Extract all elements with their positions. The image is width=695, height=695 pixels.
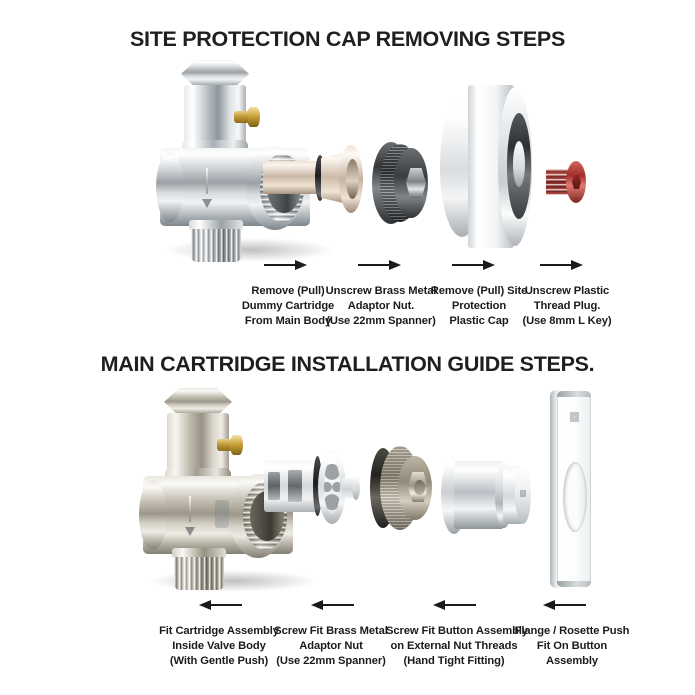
exploded-view-row-1 xyxy=(0,60,695,262)
cartridge-stem-tip xyxy=(352,476,360,500)
cap-recess-core xyxy=(513,141,525,187)
step-arrow-2-4 xyxy=(540,600,586,610)
brass-set-screw-2 xyxy=(217,435,243,455)
part-plastic-thread-plug xyxy=(546,161,590,203)
part-brass-metal-adaptor-nut-row2 xyxy=(370,446,432,530)
bottom-port-collar-2 xyxy=(172,548,226,558)
valve-body-logo xyxy=(215,500,229,528)
bottom-port-threads xyxy=(191,229,241,262)
section-title-main-cartridge: MAIN CARTRIDGE INSTALLATION GUIDE STEPS. xyxy=(100,352,595,376)
step-arrow-1-4 xyxy=(540,260,586,270)
bottom-port-collar xyxy=(189,220,243,230)
flow-direction-arrow-emboss-2 xyxy=(183,496,197,536)
rosette-logo xyxy=(570,412,579,422)
exploded-view-row-2 xyxy=(0,388,695,593)
valve-left-cap-2 xyxy=(139,480,167,550)
valve-left-cap xyxy=(156,152,184,222)
rosette-bottom-cap xyxy=(557,581,591,587)
step-caption-2-3: Screw Fit Button Assembly on External Nu… xyxy=(386,625,528,667)
cartridge-slot-1 xyxy=(268,472,280,500)
part-site-protection-plastic-cap xyxy=(440,85,536,248)
step-arrow-1-1 xyxy=(264,260,310,270)
part-cartridge-assembly xyxy=(264,450,360,524)
step-arrow-1-3 xyxy=(452,260,498,270)
step-caption-1-1: Remove (Pull) Dummy Cartridge From Main … xyxy=(241,285,335,327)
step-caption-1-3: Remove (Pull) Site Protection Plastic Ca… xyxy=(430,285,528,327)
step-caption-1-4: Unscrew Plastic Thread Plug. (Use 8mm L … xyxy=(522,285,612,327)
cartridge-bore xyxy=(346,159,359,199)
plug-allen-socket xyxy=(572,175,581,189)
cartridge-slot-2 xyxy=(288,470,302,502)
step-caption-1-2: Unscrew Brass Metal Adaptor Nut. (Use 22… xyxy=(325,285,437,327)
top-hex-nut xyxy=(181,60,249,88)
step-arrow-2-2 xyxy=(308,600,354,610)
step-caption-2-1: Fit Cartridge Assembly Inside Valve Body… xyxy=(159,625,279,667)
rosette-cutout xyxy=(563,462,587,532)
section-title-site-protection: SITE PROTECTION CAP REMOVING STEPS xyxy=(130,27,565,51)
cartridge-o-ring-1 xyxy=(315,155,325,201)
flow-direction-arrow-emboss xyxy=(200,168,214,208)
step-caption-2-2: Screw Fit Brass Metal Adaptor Nut (Use 2… xyxy=(274,625,388,667)
step-arrow-1-2 xyxy=(358,260,404,270)
adaptor-nut-hex-boss xyxy=(406,168,426,198)
button-logo xyxy=(520,490,526,497)
part-brass-metal-adaptor-nut-row1 xyxy=(372,142,428,224)
brass-set-screw xyxy=(234,107,260,127)
cartridge-spokes xyxy=(324,460,340,514)
step-caption-2-4: Flange / Rosette Push Fit On Button Asse… xyxy=(514,625,630,667)
step-arrow-2-1 xyxy=(196,600,242,610)
cartridge-shaft xyxy=(263,161,323,194)
rosette-edge xyxy=(550,390,560,588)
part-dummy-cartridge xyxy=(263,145,363,217)
rosette-top-cap xyxy=(557,391,591,397)
top-hex-nut-2 xyxy=(164,388,232,416)
part-button-assembly xyxy=(441,456,533,534)
adaptor-nut-bore xyxy=(414,480,425,495)
part-flange-rosette xyxy=(550,390,592,588)
bottom-port-threads-2 xyxy=(174,557,224,590)
cartridge-o-ring-2 xyxy=(313,456,322,516)
step-arrow-2-3 xyxy=(430,600,476,610)
